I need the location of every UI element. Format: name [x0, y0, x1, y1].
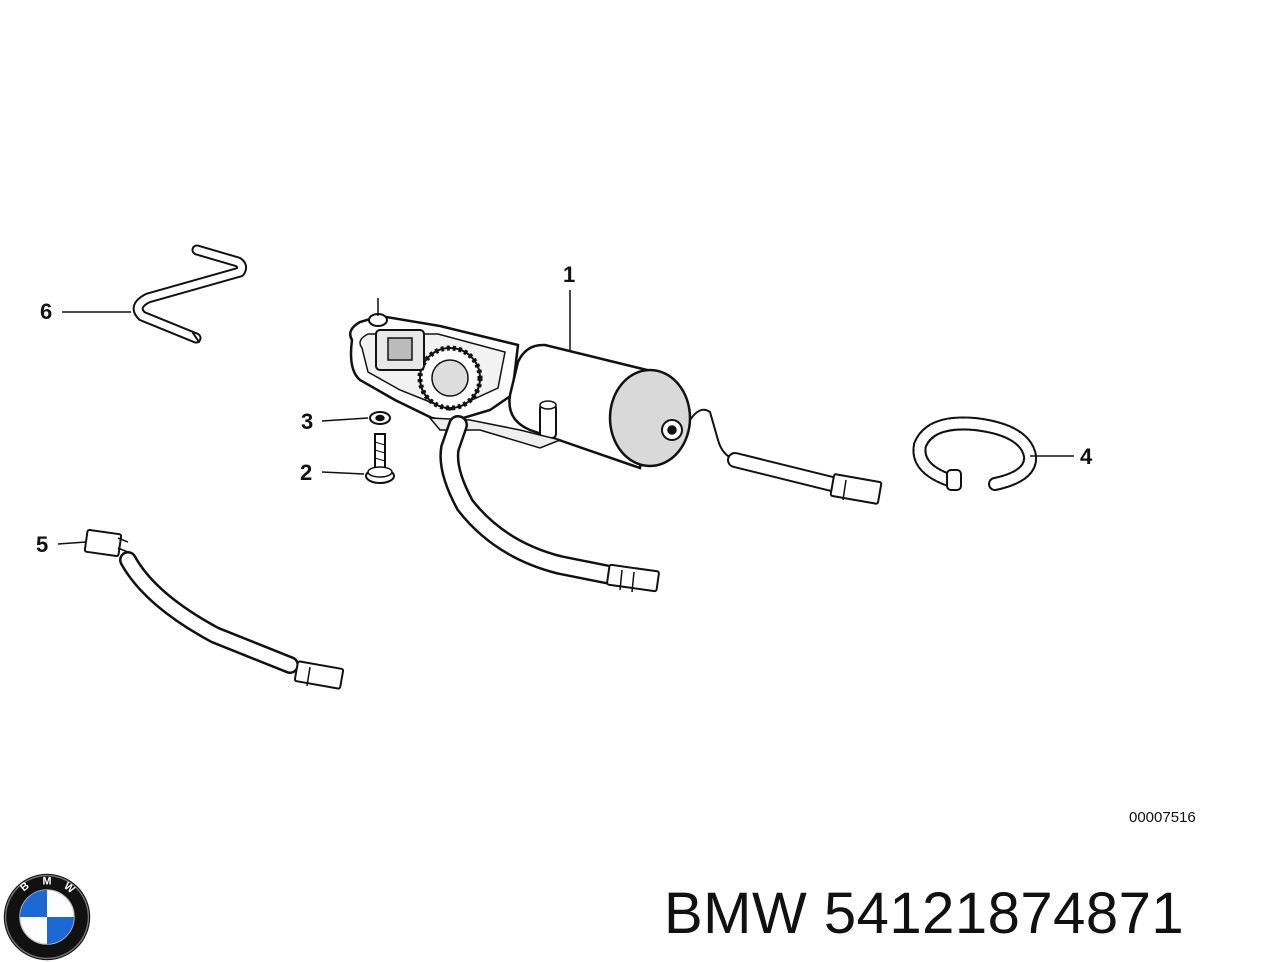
part-title: BMW 54121874871	[664, 881, 1185, 946]
svg-text:M: M	[43, 876, 52, 888]
motor-main-connector	[606, 563, 660, 593]
drawing-number: 00007516	[1129, 809, 1196, 826]
leader-line-3	[321, 417, 369, 422]
callout-1: 1	[563, 262, 576, 287]
hex-key-part-6	[132, 244, 248, 344]
wiring-harness-part-5	[83, 528, 345, 690]
hose-clamp-part-4	[912, 416, 1038, 491]
motor-lead-connector	[829, 473, 883, 505]
callout-6: 6	[40, 299, 53, 324]
callout-2: 2	[300, 460, 313, 485]
leader-line-2	[321, 471, 365, 475]
bmw-roundel-icon: B M W	[3, 873, 91, 961]
bolt-part-2	[365, 433, 395, 484]
callout-3: 3	[301, 409, 314, 434]
motor-lead-cable	[689, 408, 840, 492]
callout-5: 5	[36, 532, 49, 557]
leader-line-5	[57, 541, 87, 545]
motor-main-cable	[439, 415, 620, 585]
sunroof-motor-part-1	[349, 313, 692, 470]
washer-part-3	[369, 411, 391, 425]
callout-4: 4	[1080, 444, 1093, 469]
